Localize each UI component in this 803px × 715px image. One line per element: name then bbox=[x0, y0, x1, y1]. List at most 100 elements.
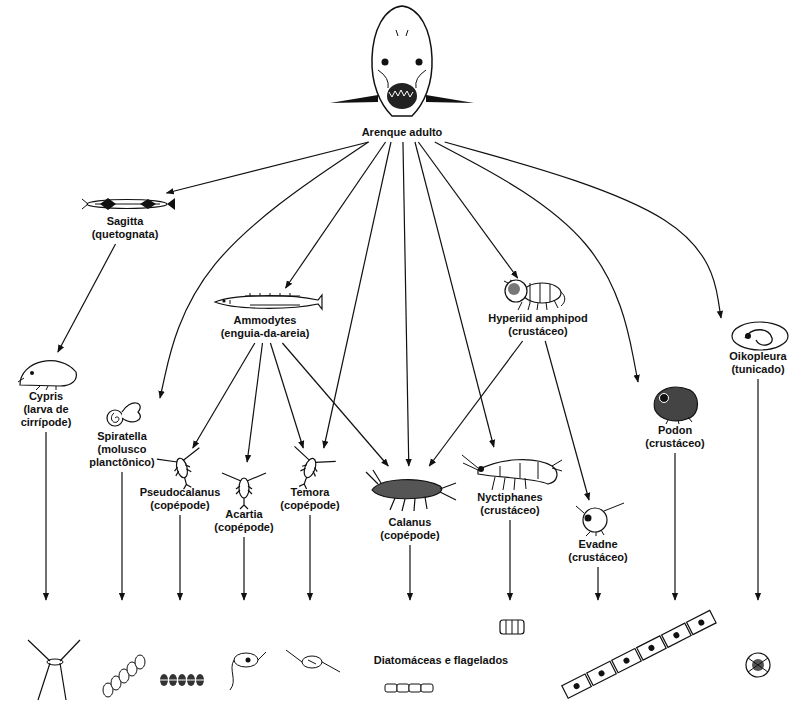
arrow-worm bbox=[82, 198, 175, 210]
feeding-arrow bbox=[58, 244, 116, 352]
phytoplankton bbox=[562, 610, 716, 698]
water-flea bbox=[660, 394, 669, 403]
water-flea bbox=[583, 508, 607, 532]
phytoplankton bbox=[562, 674, 592, 698]
pteropod bbox=[107, 403, 140, 426]
organism-node: Podon (crustáceo) bbox=[635, 382, 715, 453]
water-flea bbox=[576, 503, 624, 536]
phytoplankton bbox=[246, 658, 251, 663]
calanus bbox=[390, 497, 427, 511]
tunicate bbox=[745, 330, 772, 345]
krill bbox=[462, 455, 562, 490]
phytoplankton bbox=[748, 658, 768, 672]
feeding-arrow bbox=[597, 567, 598, 600]
species-label: Temora (copépode) bbox=[275, 486, 345, 512]
feeding-arrow bbox=[193, 343, 255, 448]
phytoplankton bbox=[587, 661, 617, 685]
amphipod bbox=[505, 280, 527, 302]
feeding-arrow bbox=[247, 343, 262, 462]
feeding-arrow bbox=[282, 343, 388, 466]
pteropod bbox=[122, 403, 140, 422]
tunicate bbox=[745, 333, 751, 339]
herring-head bbox=[378, 30, 426, 88]
feeding-arrow bbox=[270, 343, 303, 448]
amphipod bbox=[518, 300, 558, 310]
feeding-arrow bbox=[415, 142, 494, 447]
phytoplankton bbox=[672, 631, 680, 639]
phytoplankton bbox=[662, 623, 692, 647]
calanus bbox=[366, 470, 456, 511]
organism-node: Evadne (crustáceo) bbox=[559, 500, 637, 567]
phytoplankton bbox=[28, 610, 770, 700]
species-label: Evadne (crustáceo) bbox=[563, 538, 633, 564]
water-flea bbox=[654, 387, 697, 424]
phytoplankton bbox=[135, 655, 145, 669]
feeding-arrow bbox=[286, 142, 386, 288]
phytoplankton bbox=[612, 649, 642, 673]
phytoplankton bbox=[506, 620, 518, 634]
calanus bbox=[366, 470, 456, 500]
organism-node: Ammodytes (enguia-da-areia) bbox=[209, 288, 322, 343]
herring-head bbox=[387, 83, 417, 109]
species-label: Hyperiid amphipod (crustáceo) bbox=[481, 312, 596, 338]
species-label: Cypris (larva de cirrípode) bbox=[15, 390, 77, 429]
herring-head bbox=[330, 6, 474, 116]
organism-node: Oikopleura (tunicado) bbox=[718, 318, 798, 379]
organism-node: Cypris (larva de cirrípode) bbox=[11, 352, 81, 432]
herring-head bbox=[416, 59, 423, 66]
organism-node: Nyctiphanes (crustáceo) bbox=[466, 447, 554, 520]
feeding-arrow bbox=[243, 537, 244, 600]
herring-head bbox=[389, 90, 413, 97]
krill bbox=[478, 466, 484, 472]
herring-head bbox=[372, 6, 432, 116]
amphipod bbox=[504, 280, 565, 310]
phytoplankton bbox=[286, 650, 340, 672]
phytoplankton bbox=[573, 682, 581, 690]
feeding-arrow bbox=[160, 142, 368, 398]
phytoplankton bbox=[160, 680, 204, 681]
species-label: Nyctiphanes (crustáceo) bbox=[470, 491, 550, 517]
feeding-arrow bbox=[179, 515, 180, 600]
krill bbox=[478, 460, 557, 484]
feeding-arrow bbox=[45, 432, 46, 600]
phytoplankton bbox=[500, 620, 524, 634]
species-label: Calanus (copépode) bbox=[375, 516, 445, 542]
feeding-arrow bbox=[674, 453, 675, 600]
calanus bbox=[372, 480, 442, 499]
pteropod bbox=[107, 410, 123, 426]
tunicate bbox=[732, 322, 788, 350]
organism-node: Sagitta (quetognata) bbox=[76, 193, 174, 244]
organism-node: Acartia (copépode) bbox=[209, 462, 279, 537]
organism-node: Temora (copépode) bbox=[271, 448, 349, 515]
phytoplankton bbox=[697, 619, 705, 627]
herring-head bbox=[382, 59, 389, 66]
pteropod bbox=[111, 413, 118, 422]
species-label: Ammodytes (enguia-da-areia) bbox=[213, 314, 318, 340]
copepod bbox=[222, 473, 266, 509]
organism-node: Spiratella (molusco planctônico) bbox=[81, 398, 163, 472]
sand-eel bbox=[250, 293, 290, 296]
phytoplankton-band: Diatomáceas e flagelados bbox=[8, 600, 795, 705]
tunicate bbox=[732, 322, 788, 350]
feeding-arrow bbox=[418, 142, 517, 278]
herring-head bbox=[426, 95, 474, 103]
species-label: Arenque adulto bbox=[347, 126, 457, 139]
species-label: Podon (crustáceo) bbox=[639, 424, 711, 450]
sand-eel bbox=[230, 296, 300, 305]
feeding-arrow bbox=[445, 142, 721, 318]
amphipod bbox=[508, 283, 520, 295]
feeding-arrow bbox=[167, 142, 369, 193]
species-label: Sagitta (quetognata) bbox=[80, 215, 170, 241]
feeding-arrow bbox=[509, 520, 510, 600]
phytoplankton bbox=[397, 684, 409, 692]
phytoplankton bbox=[28, 640, 80, 700]
phytoplankton bbox=[622, 657, 630, 665]
copepod bbox=[222, 473, 266, 509]
phytoplankton bbox=[234, 653, 258, 667]
herring-head bbox=[330, 95, 378, 103]
feeding-arrow bbox=[403, 142, 409, 466]
phytoplankton bbox=[637, 636, 667, 660]
